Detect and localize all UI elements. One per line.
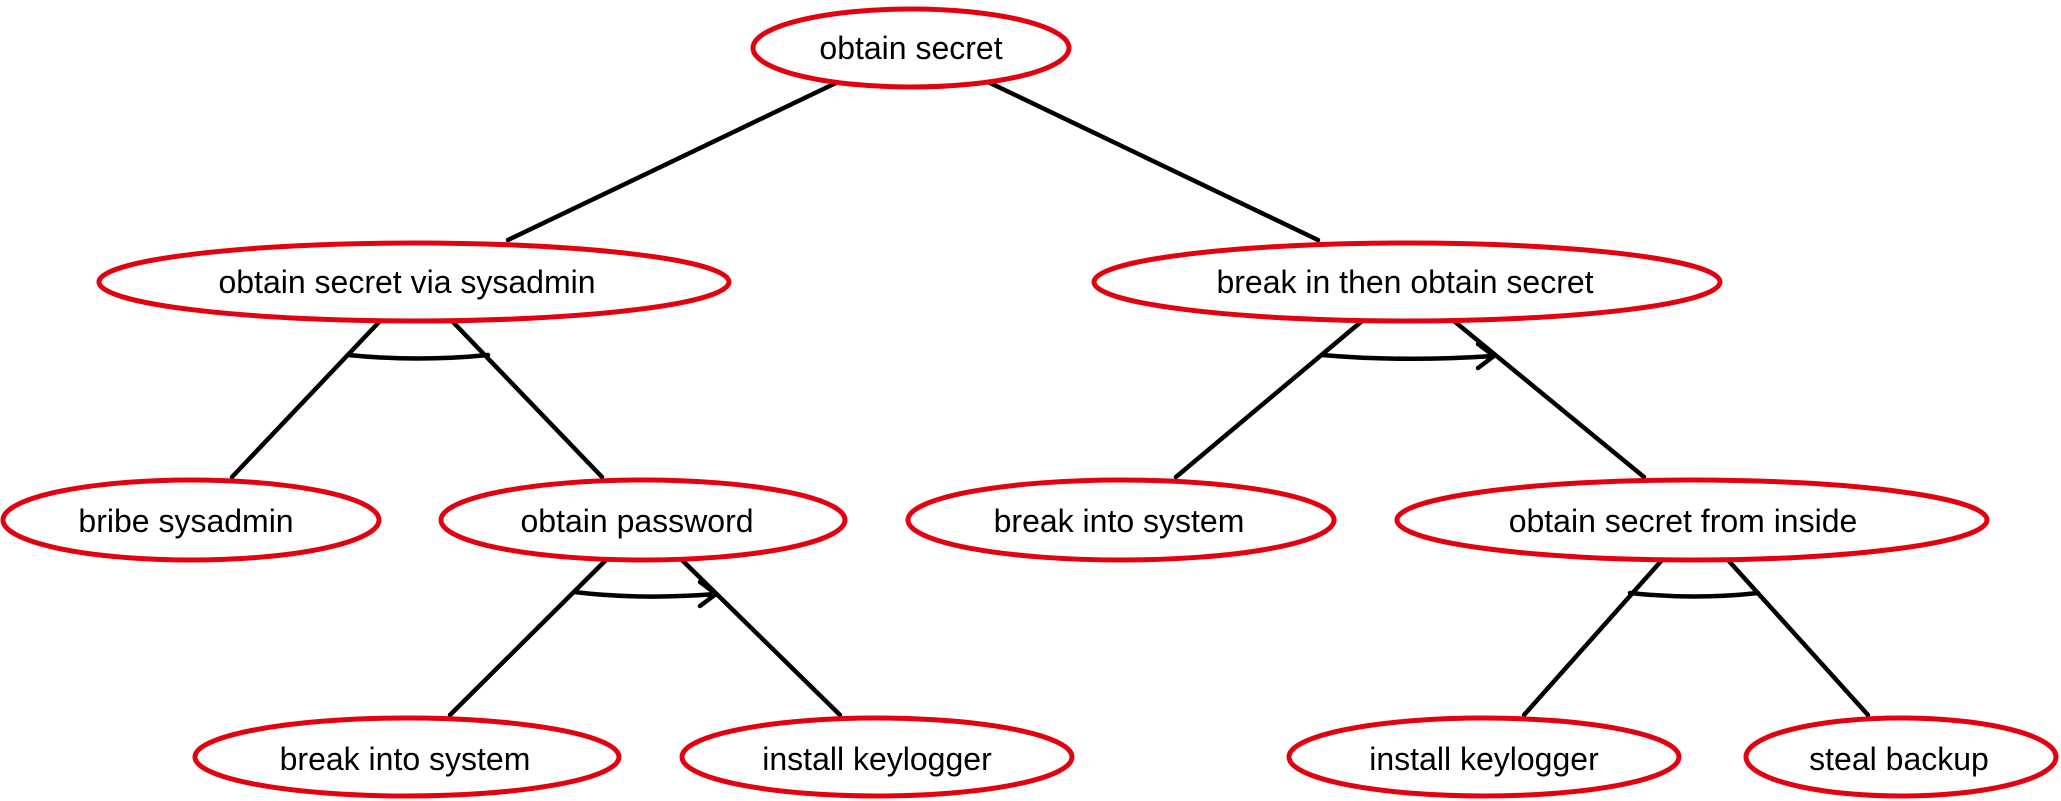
node-install-keylogger-1[interactable]: install keylogger [679, 715, 1075, 799]
node-bribe-sysadmin[interactable]: bribe sysadmin [0, 477, 382, 563]
sequential-and-arc-break-in [1319, 352, 1497, 362]
node-label: break into system [280, 741, 531, 777]
and-arc-obtain-from-inside [1627, 590, 1761, 599]
node-ellipse [750, 6, 1072, 90]
edge-via-sysadmin-to-bribe-sysadmin [229, 318, 383, 480]
combination-arcs [345, 341, 1761, 609]
node-ellipse [1286, 715, 1682, 799]
sequential-and-arc-obtain-password [571, 589, 719, 599]
node-label: obtain secret [819, 30, 1002, 66]
edge-root-to-break-in-then-obtain [985, 79, 1321, 243]
node-ellipse [192, 715, 622, 799]
edge-obtain-password-to-break-into-system [447, 557, 609, 718]
node-break-into-system-2[interactable]: break into system [192, 715, 622, 799]
node-ellipse [1394, 477, 1990, 563]
edge-break-in-to-break-into-system [1173, 318, 1365, 480]
node-label: install keylogger [762, 741, 992, 777]
node-obtain-password[interactable]: obtain password [438, 477, 848, 563]
edge-obtain-password-to-install-keylogger [679, 557, 843, 718]
edge-break-in-to-obtain-from-inside [1451, 318, 1647, 480]
node-break-in-then-obtain[interactable]: break in then obtain secret [1091, 240, 1723, 324]
edge-obtain-from-inside-to-steal-backup [1725, 557, 1871, 718]
node-ellipse [679, 715, 1075, 799]
node-root[interactable]: obtain secret [750, 6, 1072, 90]
node-install-keylogger-2[interactable]: install keylogger [1286, 715, 1682, 799]
node-ellipse [1091, 240, 1723, 324]
node-ellipse [0, 477, 382, 563]
node-label: obtain secret from inside [1509, 503, 1858, 539]
edge-root-to-via-sysadmin [505, 79, 841, 243]
edge-via-sysadmin-to-obtain-password [449, 318, 605, 480]
sequential-and-arrowhead-break-in [1475, 341, 1497, 371]
node-label: break into system [994, 503, 1245, 539]
sequential-and-arrowhead-obtain-password [697, 579, 719, 609]
node-ellipse [438, 477, 848, 563]
node-label: install keylogger [1369, 741, 1599, 777]
node-ellipse [1743, 715, 2059, 799]
nodes: obtain secret obtain secret via sysadmin… [0, 6, 2059, 799]
node-label: obtain password [520, 503, 753, 539]
node-label: bribe sysadmin [78, 503, 293, 539]
edges [229, 79, 1871, 718]
node-label: break in then obtain secret [1216, 264, 1593, 300]
node-ellipse [905, 477, 1337, 563]
node-obtain-from-inside[interactable]: obtain secret from inside [1394, 477, 1990, 563]
and-arc-via-sysadmin [345, 352, 491, 361]
edge-obtain-from-inside-to-install-keylogger [1521, 557, 1665, 718]
node-ellipse [96, 240, 732, 324]
node-label: steal backup [1809, 741, 1989, 777]
node-via-sysadmin[interactable]: obtain secret via sysadmin [96, 240, 732, 324]
node-label: obtain secret via sysadmin [218, 264, 595, 300]
node-break-into-system-1[interactable]: break into system [905, 477, 1337, 563]
node-steal-backup[interactable]: steal backup [1743, 715, 2059, 799]
